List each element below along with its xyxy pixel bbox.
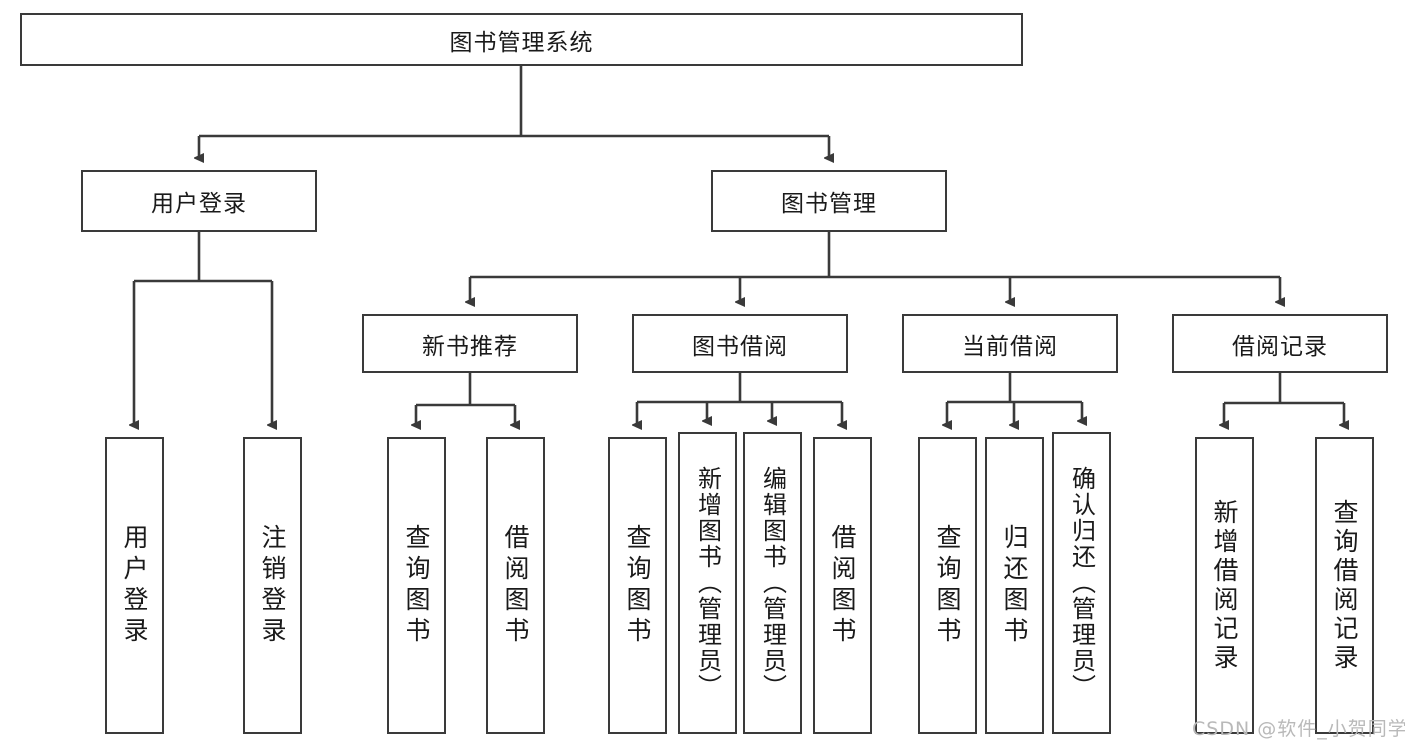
node-label: 图书管理 <box>781 191 877 217</box>
node-root[interactable]: 图书管理系统 <box>20 13 1023 66</box>
node-label: 编辑图书（管理员） <box>758 466 787 700</box>
leaf-user-logout[interactable]: 注销登录 <box>243 437 302 734</box>
node-label: 新增借阅记录 <box>1210 498 1239 673</box>
node-label: 借阅图书 <box>828 523 857 648</box>
leaf-borrow-book[interactable]: 借阅图书 <box>813 437 872 734</box>
node-label: 用户登录 <box>120 523 149 648</box>
leaf-return-book[interactable]: 归还图书 <box>985 437 1044 734</box>
leaf-add-borrow-record[interactable]: 新增借阅记录 <box>1195 437 1254 734</box>
leaf-query-book-current[interactable]: 查询图书 <box>918 437 977 734</box>
node-label: 归还图书 <box>1000 523 1029 648</box>
node-label: 用户登录 <box>151 191 247 217</box>
node-label: 新增图书（管理员） <box>693 466 722 700</box>
leaf-add-book-admin[interactable]: 新增图书（管理员） <box>678 432 737 734</box>
node-label: 图书借阅 <box>692 333 788 360</box>
node-label: 图书管理系统 <box>449 29 594 56</box>
node-label: 借阅记录 <box>1232 333 1328 360</box>
leaf-query-book-recommend[interactable]: 查询图书 <box>387 437 446 734</box>
leaf-user-login[interactable]: 用户登录 <box>105 437 164 734</box>
node-label: 注销登录 <box>258 523 287 648</box>
node-book-borrow[interactable]: 图书借阅 <box>632 314 848 373</box>
node-label: 查询图书 <box>402 523 431 648</box>
node-label: 新书推荐 <box>422 333 518 360</box>
leaf-edit-book-admin[interactable]: 编辑图书（管理员） <box>743 432 802 734</box>
node-new-book-recommend[interactable]: 新书推荐 <box>362 314 578 373</box>
node-label: 确认归还（管理员） <box>1067 466 1096 700</box>
node-book-management[interactable]: 图书管理 <box>711 170 947 232</box>
leaf-confirm-return-admin[interactable]: 确认归还（管理员） <box>1052 432 1111 734</box>
node-current-borrow[interactable]: 当前借阅 <box>902 314 1118 373</box>
node-label: 查询图书 <box>933 523 962 648</box>
node-borrow-record[interactable]: 借阅记录 <box>1172 314 1388 373</box>
watermark-text: CSDN @软件_小贺同学 <box>1192 718 1405 740</box>
leaf-query-book[interactable]: 查询图书 <box>608 437 667 734</box>
node-user-login[interactable]: 用户登录 <box>81 170 317 232</box>
node-label: 借阅图书 <box>501 523 530 648</box>
node-label: 查询图书 <box>623 523 652 648</box>
watermark: CSDN @软件_小贺同学 <box>1192 714 1405 741</box>
leaf-borrow-book-recommend[interactable]: 借阅图书 <box>486 437 545 734</box>
node-label: 当前借阅 <box>962 333 1058 360</box>
node-label: 查询借阅记录 <box>1330 498 1359 673</box>
leaf-query-borrow-record[interactable]: 查询借阅记录 <box>1315 437 1374 734</box>
